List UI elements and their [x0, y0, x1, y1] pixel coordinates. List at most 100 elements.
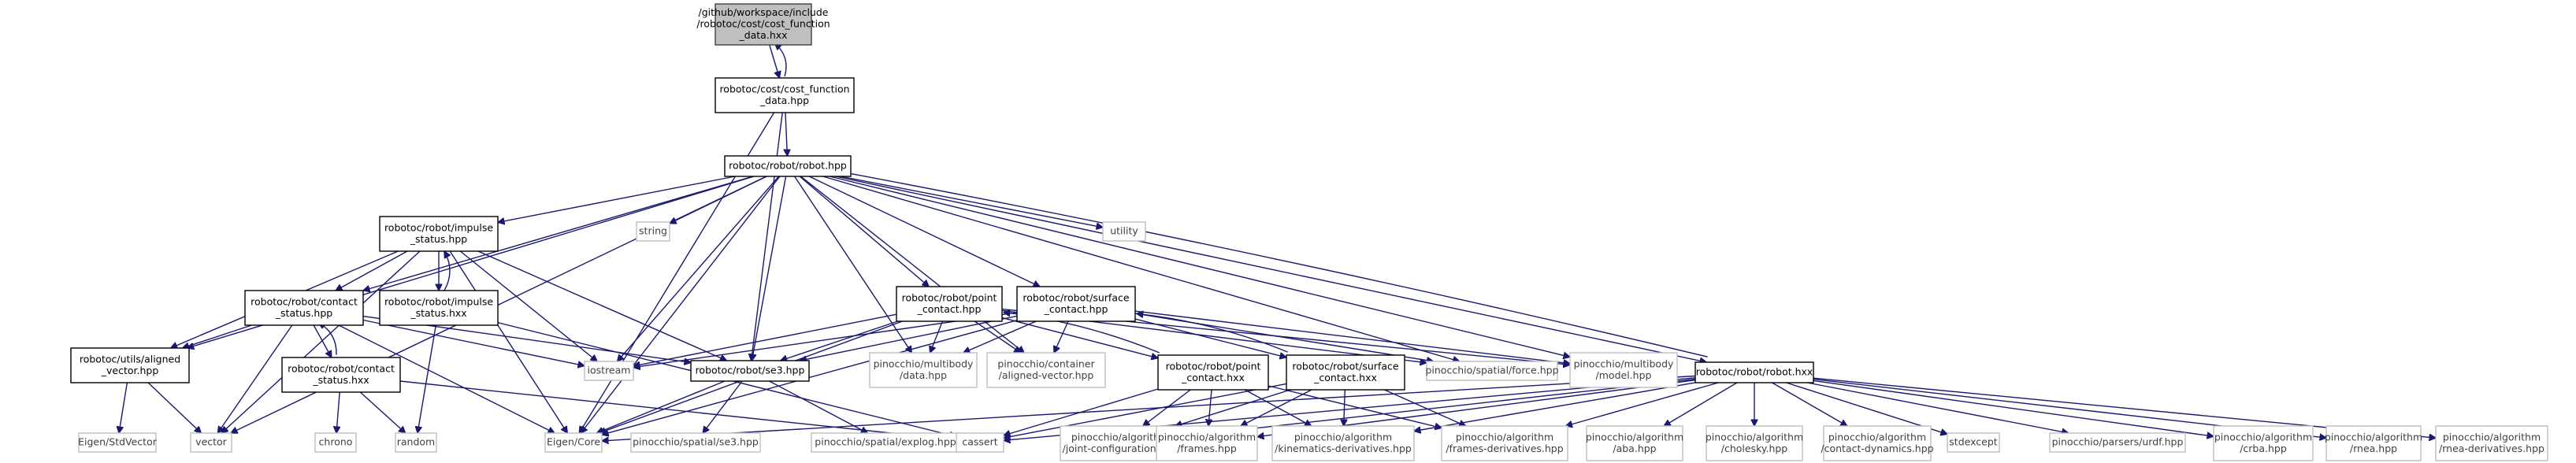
node-parsers-urdf[interactable]: pinocchio/parsers/urdf.hpp	[2049, 432, 2186, 453]
node-contact-hxx[interactable]: robotoc/robot/contact_status.hxx	[281, 357, 401, 393]
edge-line	[963, 320, 1037, 353]
node-cfd-hpp[interactable]: robotoc/cost/cost_function_data.hpp	[715, 77, 855, 113]
node-random[interactable]: random	[395, 432, 437, 453]
node-se3-hpp[interactable]: robotoc/robot/se3.hpp	[690, 360, 810, 382]
node-vector[interactable]: vector	[190, 432, 232, 453]
node-box	[811, 432, 960, 453]
edge-robot-hpp-to-eigen-core	[581, 176, 781, 433]
node-robot-hpp[interactable]: robotoc/robot/robot.hpp	[724, 155, 852, 177]
edge-line	[399, 380, 956, 440]
node-label-line: /contact-dynamics.hpp	[1821, 443, 1933, 454]
node-box	[190, 432, 232, 453]
node-label-line: stdexcept	[1949, 436, 1997, 448]
node-box	[1426, 361, 1558, 381]
edge-robot-hpp-to-utility	[840, 176, 1103, 228]
node-label-line: robotoc/robot/contact	[288, 362, 395, 374]
node-label-line: pinocchio/spatial/explog.hpp	[815, 436, 956, 448]
node-label-line: robotoc/robot/contact	[251, 295, 358, 307]
edge-line	[799, 176, 929, 287]
node-point-hpp[interactable]: robotoc/robot/point_contact.hpp	[896, 286, 1003, 322]
node-alg-rneader[interactable]: pinocchio/algorithm/rnea-derivatives.hpp	[2435, 425, 2548, 461]
node-label-line: pinocchio/algorithm	[1456, 431, 1553, 443]
node-eigen-core[interactable]: Eigen/Core	[544, 432, 603, 453]
edge-line	[800, 176, 1025, 353]
edge-contact-hpp-to-iostream	[362, 319, 585, 366]
node-contact-hpp[interactable]: robotoc/robot/contact_status.hpp	[244, 290, 364, 326]
node-box	[2325, 425, 2422, 461]
edge-impulse-hpp-to-eigen-core	[449, 250, 567, 433]
node-impulse-hpp[interactable]: robotoc/robot/impulse_status.hpp	[379, 216, 499, 252]
node-alg-crba[interactable]: pinocchio/algorithm/crba.hpp	[2213, 425, 2314, 461]
node-surface-hpp[interactable]: robotoc/robot/surface_contact.hpp	[1016, 286, 1136, 322]
node-label-line: pinocchio/algorithm	[1828, 431, 1926, 443]
node-label-line: iostream	[588, 365, 631, 376]
edge-line	[930, 320, 944, 353]
node-mb-data[interactable]: pinocchio/multibody/data.hpp	[869, 352, 978, 388]
node-surface-hxx[interactable]: robotoc/robot/surface_contact.hxx	[1286, 354, 1405, 391]
node-label-line: /data.hpp	[900, 369, 947, 381]
node-alg-aba[interactable]: pinocchio/algorithm/aba.hpp	[1586, 425, 1683, 461]
node-label-line: pinocchio/parsers/urdf.hpp	[2052, 436, 2184, 448]
edge-impulse-hxx-to-impulse-hpp	[444, 251, 450, 291]
edge-line	[794, 176, 912, 353]
node-box	[715, 77, 855, 113]
node-label-line: pinocchio/spatial/se3.hpp	[633, 436, 759, 448]
node-impulse-hxx[interactable]: robotoc/robot/impulse_status.hxx	[379, 290, 499, 326]
node-box	[2435, 425, 2548, 461]
node-robot-hxx[interactable]: robotoc/robot/robot.hxx	[1694, 361, 1814, 383]
node-mb-model[interactable]: pinocchio/multibody/model.hpp	[1569, 352, 1678, 388]
node-label-line: pinocchio/algorithm	[1071, 431, 1169, 443]
node-label-line: _vector.hpp	[101, 365, 159, 376]
node-cassert[interactable]: cassert	[956, 432, 1004, 453]
node-utility[interactable]: utility	[1102, 221, 1146, 242]
node-eigen-stdvector[interactable]: Eigen/StdVector	[78, 432, 158, 453]
node-label-line: pinocchio/algorithm	[1158, 431, 1256, 443]
node-cont-aligned[interactable]: pinocchio/container/aligned-vector.hpp	[986, 352, 1106, 388]
node-label-line: /crba.hpp	[2240, 443, 2287, 454]
edge-line	[336, 391, 340, 433]
node-alg-framesder[interactable]: pinocchio/algorithm/frames-derivatives.h…	[1441, 425, 1568, 461]
node-label-line: _status.hpp	[275, 307, 332, 319]
node-label-line: _contact.hpp	[1044, 303, 1108, 315]
node-string[interactable]: string	[636, 221, 670, 242]
edge-line	[477, 250, 727, 361]
node-stdexcept[interactable]: stdexcept	[1947, 432, 2000, 453]
node-box	[1016, 286, 1136, 322]
edge-line	[830, 176, 1570, 357]
edge-line	[752, 176, 787, 361]
node-sp-explog[interactable]: pinocchio/spatial/explog.hpp	[811, 432, 960, 453]
node-label-line: /frames.hpp	[1177, 443, 1237, 454]
node-label-line: pinocchio/multibody	[874, 357, 974, 369]
edge-line	[183, 324, 252, 348]
node-sp-se3[interactable]: pinocchio/spatial/se3.hpp	[630, 432, 761, 453]
node-sp-force[interactable]: pinocchio/spatial/force.hpp	[1425, 361, 1559, 381]
node-chrono[interactable]: chrono	[314, 432, 357, 453]
node-point-hxx[interactable]: robotoc/robot/point_contact.hxx	[1157, 354, 1269, 391]
edge-point-hxx-to-alg-framesder	[1268, 385, 1442, 428]
edge-line	[581, 176, 781, 433]
edge-line	[835, 176, 1706, 362]
edge-robot-hpp-to-cont-aligned	[800, 176, 1025, 353]
node-box	[584, 361, 634, 381]
node-alg-cholesky[interactable]: pinocchio/algorithm/cholesky.hpp	[1706, 425, 1803, 461]
node-alg-frames[interactable]: pinocchio/algorithm/frames.hpp	[1156, 425, 1258, 461]
edge-line	[602, 375, 1696, 441]
edge-robot-hpp-to-impulse-hpp	[498, 176, 736, 222]
node-alg-contactdyn[interactable]: pinocchio/algorithm/contact-dynamics.hpp	[1821, 425, 1934, 461]
node-label-line: _data.hpp	[759, 94, 809, 106]
edge-contact-hpp-to-vector	[217, 324, 293, 433]
edge-robot-hpp-to-contact-hpp	[363, 176, 753, 291]
edge-line	[1566, 382, 1719, 426]
node-alg-rnea[interactable]: pinocchio/algorithm/rnea.hpp	[2325, 425, 2422, 461]
edge-robot-hxx-to-alg-contactdyn	[1772, 382, 1847, 426]
node-label-line: Eigen/Core	[547, 436, 600, 448]
node-aligned-hpp[interactable]: robotoc/utils/aligned_vector.hpp	[70, 347, 190, 383]
node-label-line: _contact.hpp	[917, 303, 982, 315]
edge-line	[769, 380, 868, 433]
edge-line	[1001, 317, 1158, 357]
edge-robot-hxx-to-alg-crba	[1813, 380, 2214, 436]
node-box	[986, 352, 1106, 388]
edge-root-to-cfd-hpp	[769, 44, 780, 78]
node-alg-kin[interactable]: pinocchio/algorithm/kinematics-derivativ…	[1271, 425, 1415, 461]
node-iostream[interactable]: iostream	[584, 361, 634, 381]
